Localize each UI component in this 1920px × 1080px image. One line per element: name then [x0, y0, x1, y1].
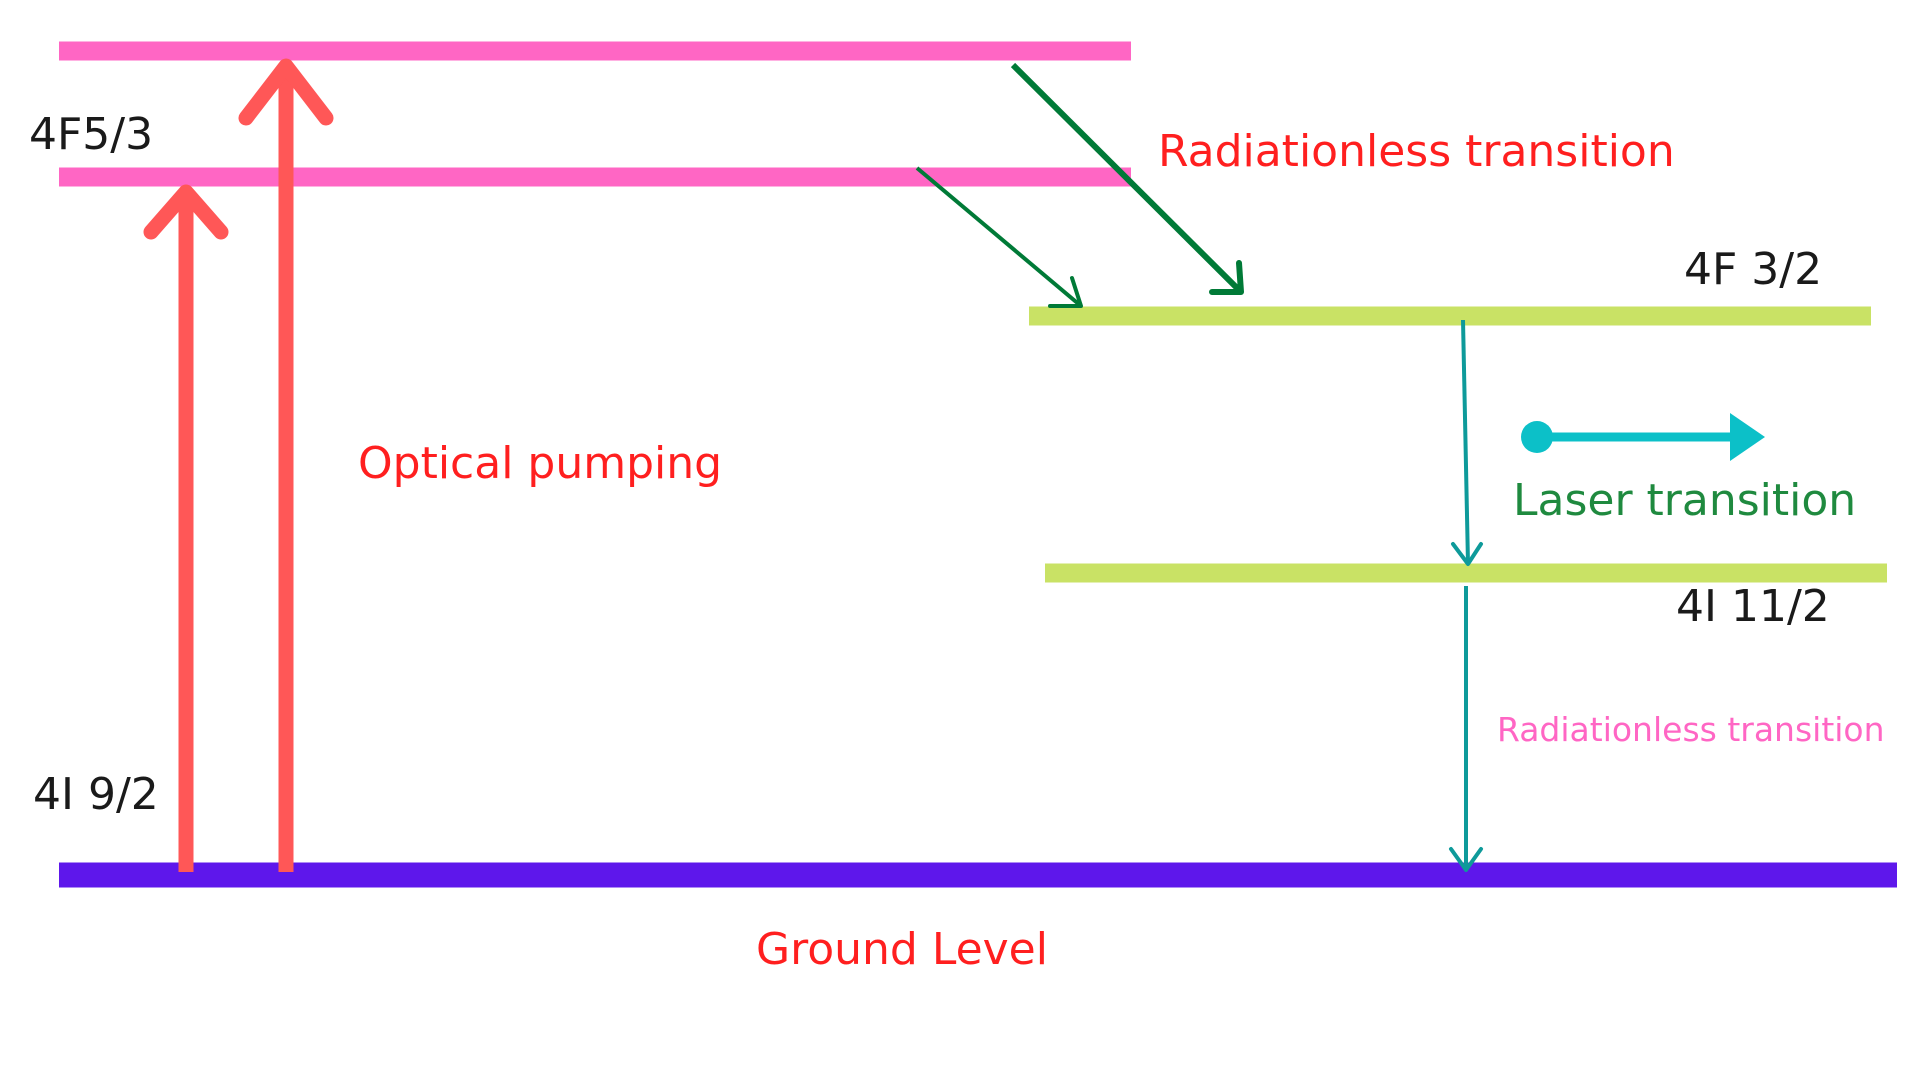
laser-transition-legend-icon	[1521, 413, 1765, 461]
optical-pumping-arrow-long	[238, 58, 334, 872]
radiationless-transition-label-top: Radiationless transition	[1158, 126, 1675, 177]
laser-transition-label: Laser transition	[1513, 475, 1857, 526]
ground-level-label: Ground Level	[756, 924, 1048, 975]
radiationless-transition-label-bottom: Radiationless transition	[1497, 710, 1885, 749]
level-label-4f32: 4F 3/2	[1684, 244, 1823, 295]
laser-transition-arrow	[1451, 319, 1483, 566]
level-label-4f53: 4F5/3	[29, 109, 154, 160]
optical-pumping-arrow-short	[143, 184, 229, 872]
level-label-4i92: 4I 9/2	[33, 769, 159, 820]
radiationless-arrow-thin	[915, 166, 1083, 308]
radiationless-arrow-thick	[1010, 62, 1244, 295]
level-label-4i112: 4I 11/2	[1676, 581, 1830, 632]
optical-pumping-label: Optical pumping	[358, 438, 723, 489]
radiationless-arrow-lower	[1449, 586, 1483, 872]
